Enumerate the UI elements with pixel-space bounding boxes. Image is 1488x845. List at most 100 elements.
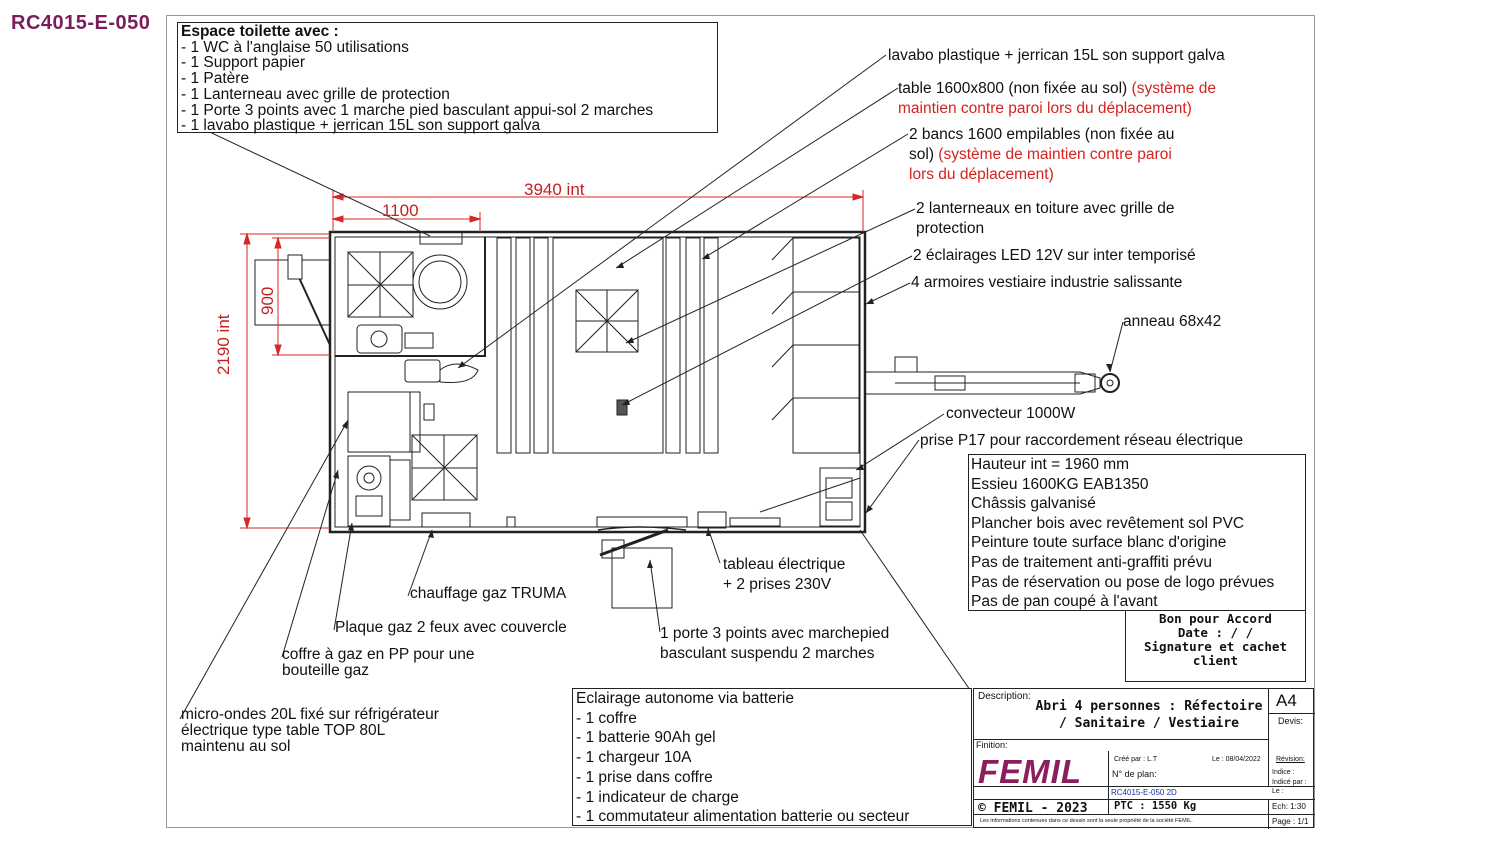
approval-signature: Signature et cachet client bbox=[1144, 639, 1287, 668]
leader-eclairages bbox=[621, 255, 913, 406]
approval-date: Date : / / bbox=[1177, 625, 1254, 640]
note-porte: 1 porte 3 points avec marchepied bascula… bbox=[660, 624, 889, 664]
note-bancs-red: (système de maintien contre paroi bbox=[938, 146, 1172, 163]
convector bbox=[819, 467, 861, 527]
battery-lighting-box: Eclairage autonome via batterie - 1 coff… bbox=[572, 688, 972, 826]
leader-prise bbox=[865, 439, 920, 514]
note-coffre: coffre à gaz en PP pour une bouteille ga… bbox=[282, 647, 474, 679]
note-micro-text-3: maintenu au sol bbox=[181, 738, 291, 755]
devis-label: Devis: bbox=[1278, 716, 1304, 726]
door-step bbox=[611, 547, 673, 609]
spec-line: Essieu 1600KG EAB1350 bbox=[971, 475, 1149, 493]
spec-line: Pas de pan coupé à l'avant bbox=[971, 593, 1158, 611]
indice-label: Indice : bbox=[1272, 769, 1295, 776]
description-line: Abri 4 personnes : Réfectoire bbox=[1035, 699, 1263, 714]
note-bancs: 2 bancs 1600 empilables (non fixée au so… bbox=[909, 125, 1174, 185]
toilet-item: - 1 Patère bbox=[181, 70, 250, 88]
leader-chauffage bbox=[407, 529, 433, 597]
toilet-item: - 1 Porte 3 points avec 1 marche pied ba… bbox=[181, 101, 654, 119]
created-date: Le : 08/04/2022 bbox=[1212, 756, 1261, 763]
leader-table bbox=[615, 87, 899, 269]
description-text: Abri 4 personnes : Réfectoire / Sanitair… bbox=[1034, 698, 1264, 732]
plan-number: RC4015-E-050 2D bbox=[1111, 788, 1177, 797]
spec-line: Plancher bois avec revêtement sol PVC bbox=[971, 514, 1245, 532]
scale: Ech: 1:30 bbox=[1272, 802, 1306, 811]
note-eclairages: 2 éclairages LED 12V sur inter temporisé bbox=[913, 247, 1196, 264]
spec-line: Châssis galvanisé bbox=[971, 495, 1096, 513]
created-by: Créé par : L.T bbox=[1114, 756, 1158, 763]
toilet-box-title: Espace toilette avec : bbox=[181, 23, 339, 40]
approval-box: Bon pour Accord Date : / / Signature et … bbox=[1125, 610, 1306, 682]
femil-logo: FEMIL bbox=[978, 753, 1082, 790]
wc-bowl bbox=[412, 254, 468, 310]
note-micro-text: micro-ondes 20L fixé sur réfrigérateur bbox=[181, 706, 439, 723]
note-tableau-text-2: + 2 prises 230V bbox=[723, 576, 832, 593]
page-number: Page : 1/1 bbox=[1272, 817, 1309, 826]
leader-convecteur bbox=[855, 413, 945, 471]
title-block: Description: Abri 4 personnes : Réfectoi… bbox=[973, 688, 1315, 829]
note-coffre-text-2: bouteille gaz bbox=[282, 662, 370, 679]
approval-title: Bon pour Accord bbox=[1159, 611, 1272, 626]
spec-line: Hauteur int = 1960 mm bbox=[971, 456, 1130, 473]
spec-line: Pas de réservation ou pose de logo prévu… bbox=[971, 573, 1275, 591]
note-chauffage: chauffage gaz TRUMA bbox=[410, 585, 567, 602]
note-porte-text: 1 porte 3 points avec marchepied bbox=[660, 625, 890, 642]
note-plaque: Plaque gaz 2 feux avec couvercle bbox=[335, 619, 567, 636]
note-bancs-red-2: lors du déplacement) bbox=[909, 166, 1054, 183]
bench-right-1 bbox=[665, 237, 681, 454]
leader-porte bbox=[649, 559, 661, 633]
note-micro: micro-ondes 20L fixé sur réfrigérateur é… bbox=[181, 707, 439, 755]
entry-door bbox=[596, 516, 688, 528]
note-tableau-text: tableau électrique bbox=[723, 556, 846, 573]
copyright: © FEMIL - 2023 bbox=[978, 801, 1088, 816]
note-table-red-2: maintien contre paroi lors du déplacemen… bbox=[898, 100, 1192, 117]
leader-bancs bbox=[701, 133, 909, 260]
note-lavabo: lavabo plastique + jerrican 15L son supp… bbox=[888, 47, 1225, 64]
table bbox=[552, 237, 664, 454]
toilet-item: - 1 Support papier bbox=[181, 54, 306, 72]
leader-plaque bbox=[333, 522, 353, 631]
toilet-item: - 1 WC à l'anglaise 50 utilisations bbox=[181, 38, 409, 56]
battery-item: - 1 commutateur alimentation batterie ou… bbox=[576, 808, 910, 826]
note-bancs-text: 2 bancs 1600 empilables (non fixée au bbox=[909, 126, 1175, 143]
note-lanterneaux-text-2: protection bbox=[916, 220, 985, 237]
indice-par-label: Indicé par : bbox=[1272, 779, 1307, 786]
battery-item: - 1 batterie 90Ah gel bbox=[576, 729, 716, 747]
battery-item: - 1 prise dans coffre bbox=[576, 768, 713, 786]
property-notice: Les informations contenues dans ce dessi… bbox=[980, 818, 1193, 824]
battery-title: Eclairage autonome via batterie bbox=[576, 690, 794, 707]
note-table: table 1600x800 (non fixée au sol) (systè… bbox=[898, 79, 1216, 119]
note-tableau: tableau électrique + 2 prises 230V bbox=[723, 555, 845, 595]
description-line: / Sanitaire / Vestiaire bbox=[1058, 716, 1239, 731]
leader-micro bbox=[179, 419, 349, 720]
specifications-box: Hauteur int = 1960 mm Essieu 1600KG EAB1… bbox=[968, 454, 1306, 611]
leader-anneau bbox=[1109, 321, 1124, 373]
fridge bbox=[347, 391, 411, 453]
drawbar bbox=[864, 371, 1101, 395]
dim-width-label: 2190 int bbox=[214, 314, 233, 376]
note-lanterneaux-text: 2 lanterneaux en toiture avec grille de bbox=[916, 200, 1175, 217]
bench-left-1 bbox=[496, 237, 512, 454]
description-label: Description: bbox=[978, 691, 1031, 702]
spec-line: Pas de traitement anti-graffiti prévu bbox=[971, 553, 1212, 571]
spec-line: Peinture toute surface blanc d'origine bbox=[971, 534, 1227, 552]
battery-item: - 1 coffre bbox=[576, 709, 637, 727]
ptc-weight: PTC : 1550 Kg bbox=[1114, 800, 1197, 812]
note-armoires: 4 armoires vestiaire industrie salissant… bbox=[911, 274, 1183, 291]
note-lanterneaux: 2 lanterneaux en toiture avec grille de … bbox=[916, 199, 1175, 239]
le-label: Le : bbox=[1272, 788, 1284, 795]
dim-length-label: 3940 int bbox=[524, 180, 585, 199]
leader-lavabo bbox=[457, 54, 887, 369]
leader-lanterneaux bbox=[625, 208, 916, 344]
paper-format: A4 bbox=[1276, 691, 1297, 710]
note-coffre-text: coffre à gaz en PP pour une bbox=[282, 646, 475, 663]
finition-label: Finition: bbox=[976, 740, 1008, 750]
plan-label: N° de plan: bbox=[1112, 769, 1157, 779]
leader-battery bbox=[859, 529, 971, 691]
note-convecteur: convecteur 1000W bbox=[946, 405, 1076, 422]
note-anneau: anneau 68x42 bbox=[1123, 313, 1222, 330]
note-bancs-text-2: sol) bbox=[909, 146, 934, 163]
led-switch bbox=[616, 399, 628, 416]
truma-heater bbox=[421, 512, 471, 528]
